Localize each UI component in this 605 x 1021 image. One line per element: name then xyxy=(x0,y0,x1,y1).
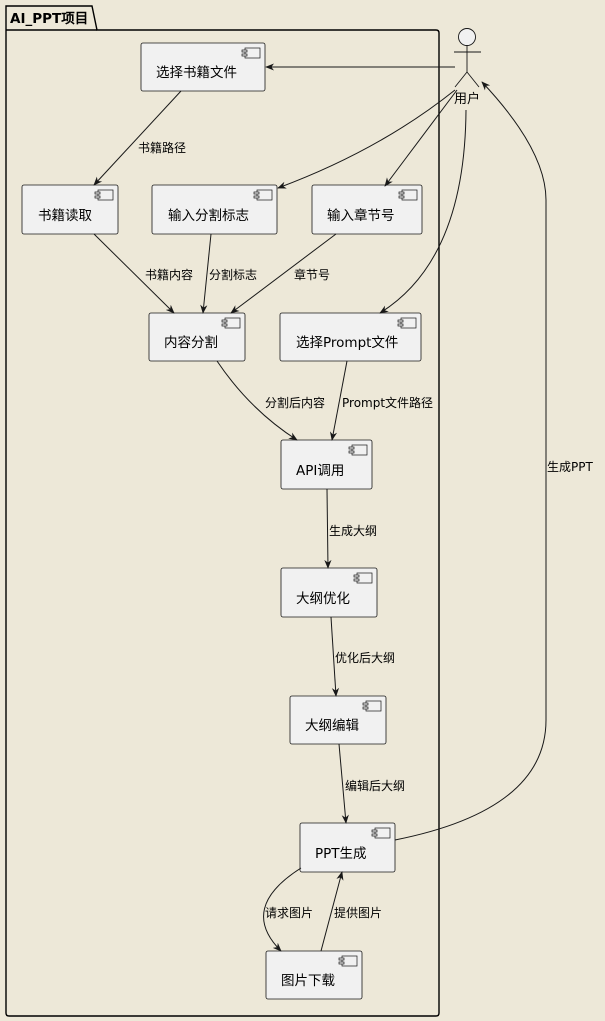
component-input-delimiter: 输入分割标志 xyxy=(151,184,278,235)
actor-user: 用户 xyxy=(454,28,481,107)
edge-label: 书籍内容 xyxy=(145,267,193,282)
component-ppt-generate: PPT生成 xyxy=(299,822,396,873)
component-label: API调用 xyxy=(296,463,344,479)
component-select-book: 选择书籍文件 xyxy=(140,42,266,92)
edge-ppt-to-user xyxy=(394,81,547,841)
component-icon xyxy=(398,189,418,201)
actor-label: 用户 xyxy=(454,91,480,107)
edge-label: 请求图片 xyxy=(265,906,313,920)
edge-label: 提供图片 xyxy=(334,905,382,920)
edge-select-book-to-read-book xyxy=(93,90,182,186)
component-image-download: 图片下载 xyxy=(265,950,363,1000)
component-label: 大纲编辑 xyxy=(305,718,359,734)
edge-split-to-api xyxy=(216,360,298,441)
component-label: 图片下载 xyxy=(281,973,335,989)
component-icon xyxy=(338,955,358,967)
edge-chapter-to-split xyxy=(230,233,337,314)
edge-delimiter-to-split xyxy=(200,233,212,314)
package-ai-ppt: AI_PPT项目 xyxy=(5,5,440,1017)
component-icon xyxy=(371,827,391,839)
edge-user-to-select-prompt xyxy=(379,109,467,314)
component-label: 内容分割 xyxy=(164,334,218,351)
edge-edit-to-ppt xyxy=(338,743,349,824)
component-icon xyxy=(397,317,417,329)
edge-optimize-to-edit xyxy=(330,616,340,697)
component-outline-optimize: 大纲优化 xyxy=(280,567,378,618)
component-icon xyxy=(353,572,373,584)
edge-label: Prompt文件路径 xyxy=(342,395,433,410)
component-icon xyxy=(94,189,114,201)
component-label: 书籍读取 xyxy=(38,207,92,224)
component-outline-edit: 大纲编辑 xyxy=(289,695,387,745)
component-label: 大纲优化 xyxy=(296,591,350,607)
component-label: 选择Prompt文件 xyxy=(296,335,398,351)
package-title: AI_PPT项目 xyxy=(10,11,88,27)
component-content-split: 内容分割 xyxy=(148,312,246,362)
component-icon xyxy=(221,317,241,329)
edge-label: 编辑后大纲 xyxy=(345,778,405,793)
component-label: PPT生成 xyxy=(315,846,367,862)
edge-read-book-to-split xyxy=(93,233,175,314)
edge-label: 生成PPT xyxy=(547,460,593,474)
edge-api-to-optimize xyxy=(324,488,332,569)
edge-label: 生成大纲 xyxy=(329,524,377,538)
component-label: 选择书籍文件 xyxy=(156,64,237,81)
component-api-call: API调用 xyxy=(280,439,373,490)
component-select-prompt: 选择Prompt文件 xyxy=(279,312,422,362)
edge-prompt-to-api xyxy=(329,360,348,441)
component-icon xyxy=(241,47,261,59)
component-icon xyxy=(348,444,368,456)
edge-download-to-ppt xyxy=(320,871,344,952)
component-input-chapter: 输入章节号 xyxy=(311,184,423,235)
edge-label: 优化后大纲 xyxy=(335,651,395,665)
edge-ppt-to-download xyxy=(263,867,302,952)
edge-label: 分割标志 xyxy=(209,267,257,282)
component-label: 输入分割标志 xyxy=(168,207,249,224)
component-label: 输入章节号 xyxy=(327,207,395,224)
component-icon xyxy=(253,189,273,201)
edge-label: 章节号 xyxy=(294,267,330,282)
edge-user-to-input-chapter xyxy=(384,89,458,187)
edge-label: 书籍路径 xyxy=(138,140,186,155)
edge-user-to-input-delimiter xyxy=(277,89,456,189)
component-read-book: 书籍读取 xyxy=(21,184,119,235)
component-icon xyxy=(362,700,382,712)
actor-head-icon xyxy=(458,28,476,46)
edge-label: 分割后内容 xyxy=(265,395,325,410)
